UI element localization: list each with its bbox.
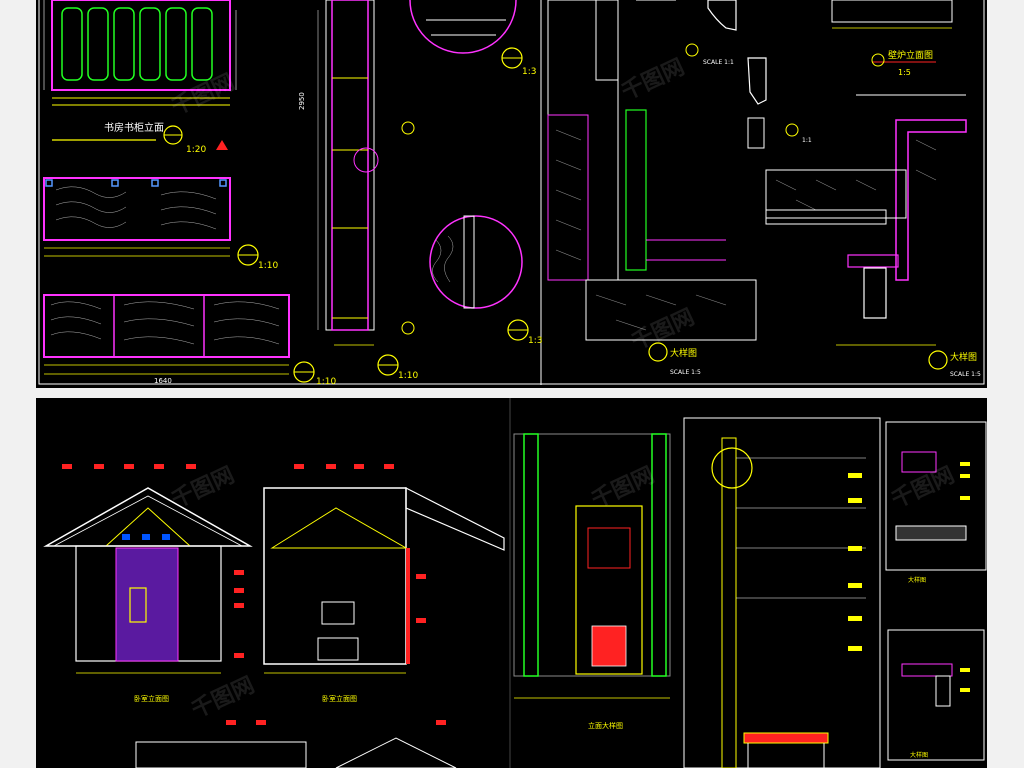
scale-label-1-10-a: 1:10: [258, 261, 278, 271]
cabinet-section-lower: [43, 294, 315, 383]
detail-b-title: 大样图: [910, 751, 928, 759]
tall-section-detail: [683, 417, 881, 768]
bottom-drawing-canvas: 卧室立面图 卧室立面图 立面大样图: [43, 398, 987, 768]
detail-box-b: [887, 629, 985, 761]
bedroom-elevation-b: [263, 464, 505, 674]
dimension-left: 2950: [298, 92, 306, 110]
fireplace-elevation: [831, 0, 953, 67]
detail-a-title: 大样图: [908, 576, 926, 584]
bedroom-elevation-a: [43, 464, 253, 674]
detail-box-a: [885, 421, 987, 571]
dimension-bottom: 1640: [154, 377, 172, 385]
bottom-drawing-sheet: 卧室立面图 卧室立面图 立面大样图: [36, 398, 987, 768]
watermark-text-5: 千图网: [188, 673, 258, 724]
cabinet-elevation-c: [513, 433, 671, 699]
bookcase-title: 书房书柜立面: [104, 121, 164, 134]
scale-label-1-1-a: SCALE 1:1: [703, 59, 734, 66]
large-detail-a-scale: SCALE 1:5: [670, 369, 701, 376]
scale-label-1-3-b: 1:3: [528, 336, 542, 346]
large-detail-b-scale: SCALE 1:5: [950, 371, 981, 378]
watermark-text-1: 千图网: [168, 70, 238, 121]
elevation-a-title: 卧室立面图: [134, 694, 169, 703]
scale-label-1-20: 1:20: [186, 145, 206, 155]
moulding-profiles: [685, 0, 799, 149]
watermark-text-7: 千图网: [888, 463, 958, 514]
fireplace-section-detail: [765, 94, 967, 370]
fireplace-title: 壁炉立面图: [888, 49, 933, 61]
detail-circle-lower: [429, 215, 529, 341]
watermark-text-2: 千图网: [618, 55, 688, 106]
section-marker: [216, 140, 228, 150]
cabinet-section-upper: [43, 177, 259, 266]
lower-elevations-partial: [135, 720, 457, 768]
wall-detail: [547, 0, 757, 362]
scale-label-1-3-a: 1:3: [522, 67, 536, 77]
top-drawing-canvas: 书房书柜立面 1:20 1:10 1640 1:10: [38, 0, 985, 387]
watermark-text-3: 千图网: [628, 305, 698, 356]
bookcase-elevation: [43, 0, 237, 145]
scale-label-1-1-b: 1:1: [802, 137, 812, 144]
top-drawing-sheet: 书房书柜立面 1:20 1:10 1640 1:10: [36, 0, 987, 388]
scale-label-1-10-b: 1:10: [316, 377, 336, 387]
sheet-border: [38, 0, 985, 385]
tall-cabinet-section: [317, 0, 415, 376]
scale-label-1-10-c: 1:10: [398, 371, 418, 381]
elevation-c-title: 立面大样图: [588, 721, 623, 730]
large-detail-b-title: 大样图: [950, 351, 977, 363]
fireplace-scale: 1:5: [898, 68, 911, 77]
watermark-text-4: 千图网: [168, 463, 238, 514]
detail-circle-upper: [409, 0, 523, 69]
large-detail-a-title: 大样图: [670, 347, 697, 359]
elevation-b-title: 卧室立面图: [322, 694, 357, 703]
